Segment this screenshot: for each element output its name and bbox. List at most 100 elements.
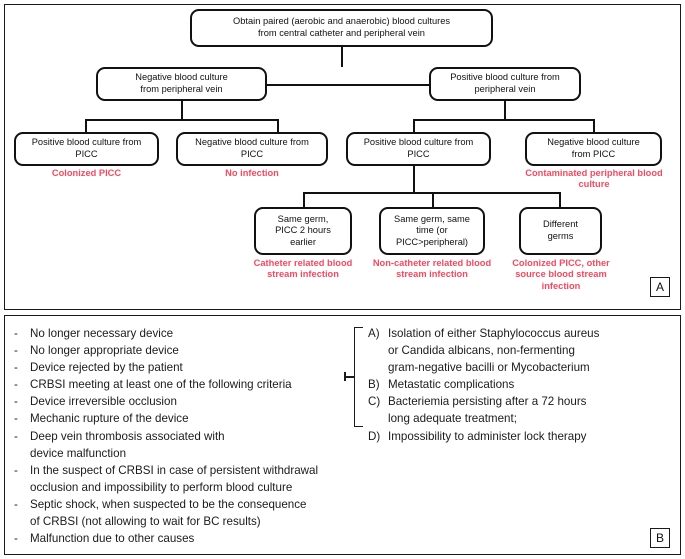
indication-item-text: Malfunction due to other causes [30, 532, 195, 546]
indication-item-text: device malfunction [30, 446, 127, 460]
connector-level3-left-horizontal [85, 119, 279, 121]
node-positive-picc-left[interactable]: Positive blood culture from PICC [14, 132, 159, 166]
indication-item-text: Septic shock, when suspected to be the c… [30, 497, 307, 511]
node-different-germs[interactable]: Different germs [519, 207, 602, 255]
indication-item: device malfunction [14, 445, 352, 462]
node-positive-picc-right[interactable]: Positive blood culture from PICC [346, 132, 491, 166]
node-text-line: Negative blood culture [135, 72, 228, 83]
criteria-bracket-tick [344, 372, 346, 381]
indication-item-marker: - [14, 395, 18, 409]
node-text-line: Different [543, 219, 578, 230]
node-text-line: PICC [407, 149, 430, 159]
criterion-item: long adequate treatment; [368, 410, 668, 427]
panel-b-indications [4, 315, 681, 555]
indication-item-marker: - [14, 378, 18, 392]
criterion-item-text: gram-negative bacilli or Mycobacterium [388, 361, 590, 375]
panel-a-label: A [650, 277, 670, 297]
outcome-text-line: Contaminated peripheral [525, 168, 635, 178]
criterion-item: B) Metastatic complications [368, 376, 668, 393]
outcome-catheter-related-bsi: Catheter related blood stream infection [240, 258, 366, 281]
criterion-item: C) Bacteriemia persisting after a 72 hour… [368, 393, 668, 410]
node-negative-picc-left[interactable]: Negative blood culture from PICC [176, 132, 328, 166]
outcome-text-line: Colonized PICC, other [512, 258, 610, 268]
indication-item-text: Device irreversible occlusion [30, 395, 177, 409]
indication-item-text: No longer necessary device [30, 327, 174, 340]
outcome-colonized-other-source: Colonized PICC, other source blood strea… [505, 258, 617, 292]
connector-pospicc-right-up [413, 119, 415, 132]
node-same-germ-same-time[interactable]: Same germ, same time (or PICC>peripheral… [379, 207, 485, 255]
criterion-item-text: Isolation of either Staphylococcus aureu… [388, 327, 600, 340]
node-text-line: earlier [290, 236, 316, 247]
node-text-line: PICC>peripheral) [395, 236, 469, 247]
indication-item-text: CRBSI meeting at least one of the follow… [30, 378, 292, 392]
indication-item: -Device rejected by the patient [14, 359, 352, 376]
indication-item-text: In the suspect of CRBSI in case of persi… [30, 463, 319, 477]
outcome-text-line: infection [541, 280, 581, 291]
criterion-item-text: Bacteriemia persisting after a 72 hours [388, 395, 587, 409]
criterion-item: A) Isolation of either Staphylococcus aur… [368, 325, 668, 342]
node-obtain-paired-cultures[interactable]: Obtain paired (aerobic and anaerobic) bl… [190, 9, 493, 47]
outcome-text-line: Non-catheter related [372, 258, 464, 268]
node-text-line: Positive blood culture from [31, 137, 142, 148]
connector-level3-right-horizontal [413, 119, 595, 121]
indication-item: -In the suspect of CRBSI in case of pers… [14, 462, 352, 479]
connector-level2-horizontal [181, 84, 503, 86]
indication-item-text: of CRBSI (not allowing to wait for BC re… [30, 515, 261, 529]
panel-b-label: B [650, 528, 670, 548]
outcome-text-line: stream infection [267, 269, 339, 280]
indication-item-marker: - [14, 344, 18, 358]
connector-posperi-down [504, 101, 506, 119]
indications-list: -No longer necessary device-No longer ap… [14, 325, 352, 547]
outcome-non-catheter-related-bsi: Non-catheter related blood stream infect… [371, 258, 493, 281]
indication-item: -Mechanic rupture of the device [14, 410, 352, 427]
outcome-no-infection: No infection [176, 168, 328, 179]
indication-item: -No longer necessary device [14, 325, 352, 342]
connector-samegermsametime-up [432, 192, 434, 207]
node-negative-peripheral[interactable]: Negative blood culture from peripheral v… [96, 67, 267, 101]
connector-pospicc-right-down [413, 158, 415, 192]
node-same-germ-two-hours[interactable]: Same germ, PICC 2 hours earlier [254, 207, 352, 255]
indication-item-marker: - [14, 361, 18, 375]
criterion-item-text: Metastatic complications [388, 378, 515, 392]
node-text-line: PICC [75, 149, 98, 159]
outcome-colonized-picc: Colonized PICC [14, 168, 159, 179]
indication-item-text: Deep vein thrombosis associated with [30, 429, 225, 443]
connector-negpicc-right-up [593, 119, 595, 132]
criterion-item: or Candida albicans, non-fermenting [368, 342, 668, 359]
indication-item-marker: - [14, 532, 18, 546]
node-text-line: Positive blood culture from [450, 72, 560, 83]
indication-item-marker: - [14, 412, 18, 426]
criterion-item-marker: D) [368, 429, 381, 443]
criteria-bracket-stub [344, 376, 355, 378]
connector-differentgerms-up [559, 192, 561, 207]
indication-item: -Device irreversible occlusion [14, 393, 352, 410]
node-text-line: Positive blood culture from [363, 137, 474, 148]
criterion-item-text: or Candida albicans, non-fermenting [388, 344, 575, 358]
indication-item: -Deep vein thrombosis associated with [14, 428, 352, 445]
indication-item-marker: - [14, 327, 18, 340]
criteria-list: A) Isolation of either Staphylococcus aur… [368, 325, 668, 445]
criterion-item: gram-negative bacilli or Mycobacterium [368, 359, 668, 376]
indication-item: -No longer appropriate device [14, 342, 352, 359]
criterion-item-marker: B) [368, 378, 380, 392]
indication-item: -Septic shock, when suspected to be the … [14, 496, 352, 513]
node-negative-picc-right[interactable]: Negative blood culture from PICC [525, 132, 662, 166]
criterion-item-marker: A) [368, 327, 380, 340]
indication-item: occlusion and impossibility to perform b… [14, 479, 352, 496]
node-positive-peripheral[interactable]: Positive blood culture from peripheral v… [429, 67, 581, 101]
indication-item-marker: - [14, 429, 18, 443]
criterion-item-marker: C) [368, 395, 381, 409]
node-text-line: peripheral vein [474, 84, 536, 94]
indication-item-marker: - [14, 497, 18, 511]
criterion-item: D)Impossibility to administer lock thera… [368, 428, 668, 445]
node-text-line: time (or [416, 225, 448, 236]
node-text-line: germs [547, 231, 574, 241]
connector-pospicc-left-up [85, 119, 87, 132]
indication-item-text: Device rejected by the patient [30, 361, 183, 375]
node-text-line: Negative blood culture from [195, 137, 309, 148]
connector-negperi-down [181, 101, 183, 119]
indication-item: -Malfunction due to other causes [14, 530, 352, 547]
node-text-line: Same germ, same [394, 213, 470, 224]
connector-negpicc-left-up [277, 119, 279, 132]
criteria-bracket [354, 327, 363, 427]
